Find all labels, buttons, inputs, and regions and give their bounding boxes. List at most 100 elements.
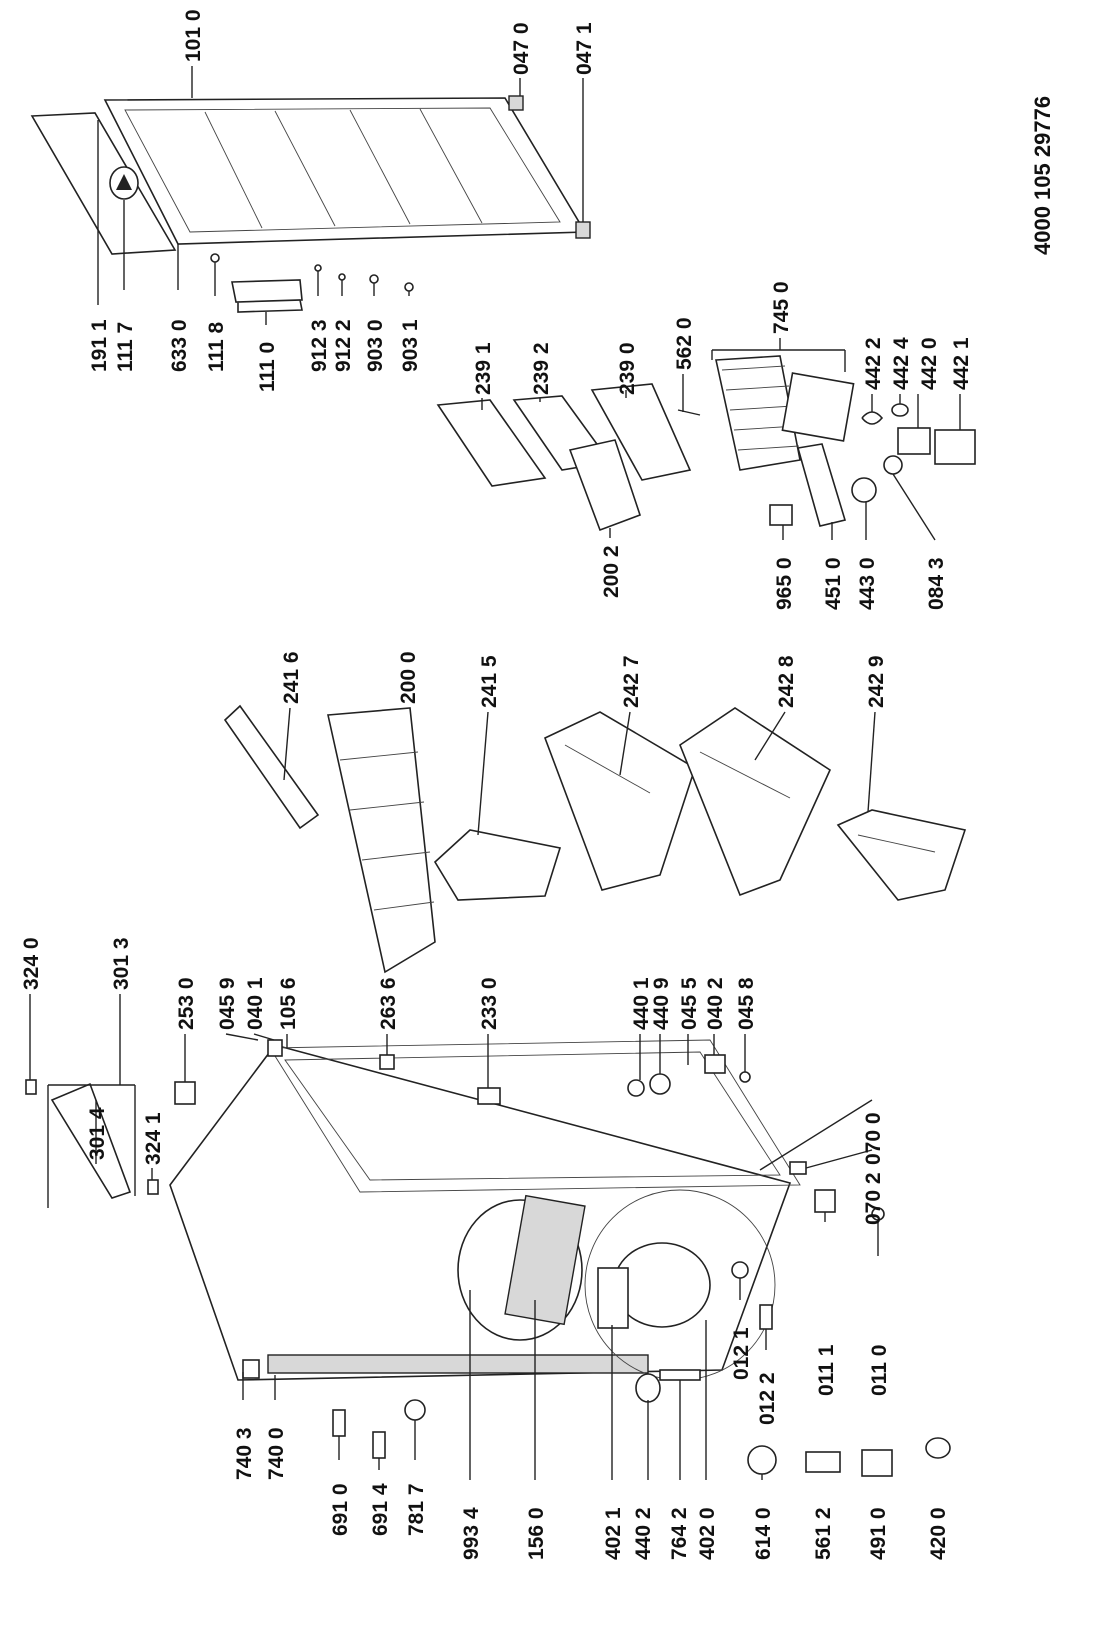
label-740-3: 740 3 <box>233 1427 256 1480</box>
drawer-2429 <box>836 809 967 901</box>
door-handle <box>231 279 303 313</box>
door-assembly <box>30 66 591 325</box>
label-440-2: 440 2 <box>632 1507 655 1560</box>
label-200-0: 200 0 <box>397 651 420 704</box>
fan-housing-2390 <box>590 383 692 481</box>
label-324-1: 324 1 <box>142 1112 165 1165</box>
screw-9122 <box>338 273 346 281</box>
clip-9030 <box>369 274 379 284</box>
relay-4021 <box>597 1267 629 1329</box>
label-241-5: 241 5 <box>478 655 501 708</box>
duct-2002 <box>568 439 642 532</box>
foot-0702 <box>789 1161 807 1175</box>
label-253-0: 253 0 <box>175 977 198 1030</box>
cabinet-opening <box>269 1039 801 1193</box>
label-084-3: 084 3 <box>925 557 948 610</box>
evaporator-7450 <box>715 355 801 471</box>
label-070-0: 070 0 <box>862 1112 885 1165</box>
label-241-6: 241 6 <box>280 651 303 704</box>
label-111-0: 111 0 <box>256 342 279 392</box>
part-labels: 101 0 047 0 047 1 191 1 111 7 633 0 111 … <box>20 9 1055 1560</box>
label-011-0: 011 0 <box>868 1345 891 1396</box>
cabinet-inner-frame <box>284 1051 781 1181</box>
end-cap-3241 <box>147 1179 159 1195</box>
label-442-2: 442 2 <box>862 337 885 390</box>
label-440-9: 440 9 <box>650 977 673 1030</box>
power-cord-4200 <box>925 1437 951 1459</box>
capacitor-4402 <box>635 1373 661 1403</box>
grommet-0121 <box>731 1261 749 1279</box>
flap-2415 <box>433 829 562 901</box>
lamp-holder-4910 <box>861 1449 893 1477</box>
cabinet-assembly <box>25 994 951 1480</box>
grommet-4401 <box>627 1079 645 1097</box>
label-070-2: 070 2 <box>862 1172 885 1225</box>
door-inner-liner <box>124 107 561 233</box>
label-912-2: 912 2 <box>332 319 355 372</box>
label-965-0: 965 0 <box>773 557 796 610</box>
drawer-2428 <box>679 707 832 897</box>
label-045-8: 045 8 <box>735 977 758 1030</box>
hinge-bracket-0401 <box>267 1039 283 1057</box>
label-442-1: 442 1 <box>950 337 973 390</box>
tube-bundle <box>781 372 855 442</box>
clip-4422 <box>861 411 884 425</box>
screw-0458 <box>739 1071 751 1083</box>
label-233-0: 233 0 <box>478 977 501 1030</box>
label-402-0: 402 0 <box>696 1507 719 1560</box>
grommet-4409 <box>649 1073 671 1095</box>
wire-shelf-grid <box>339 751 435 911</box>
label-239-2: 239 2 <box>530 342 553 395</box>
label-745-0: 745 0 <box>770 281 793 334</box>
label-239-1: 239 1 <box>472 342 495 395</box>
label-191-1: 191 1 <box>88 319 111 372</box>
label-440-1: 440 1 <box>630 977 653 1030</box>
label-012-2: 012 2 <box>756 1372 779 1425</box>
screw-9123 <box>314 264 322 272</box>
clip-6914 <box>372 1431 386 1459</box>
evaporator-group <box>436 338 976 541</box>
label-047-1: 047 1 <box>573 22 596 75</box>
label-239-0: 239 0 <box>616 342 639 395</box>
fan-hub-0843 <box>883 455 903 475</box>
drawers-and-shelves <box>223 704 967 974</box>
thermostat-6140 <box>747 1445 777 1475</box>
label-045-5: 045 5 <box>678 977 701 1030</box>
label-105-6: 105 6 <box>277 977 300 1030</box>
label-420-0: 420 0 <box>927 1507 950 1560</box>
label-912-3: 912 3 <box>308 319 331 372</box>
label-442-4: 442 4 <box>890 337 913 390</box>
label-691-4: 691 4 <box>369 1483 392 1536</box>
label-993-4: 993 4 <box>460 1507 483 1560</box>
hinge-bracket-0402 <box>704 1054 726 1074</box>
label-012-1: 012 1 <box>730 1327 753 1380</box>
label-040-2: 040 2 <box>704 977 727 1030</box>
label-156-0: 156 0 <box>525 1507 548 1560</box>
shelf-2416 <box>223 704 320 830</box>
label-614-0: 614 0 <box>752 1507 775 1560</box>
label-903-0: 903 0 <box>364 319 387 372</box>
relay-5612 <box>805 1451 841 1473</box>
thermostat-2330 <box>477 1087 501 1105</box>
label-764-2: 764 2 <box>668 1507 691 1560</box>
heater-4510 <box>796 443 847 527</box>
screw-1118 <box>210 253 220 263</box>
label-242-8: 242 8 <box>775 655 798 708</box>
base-strip-7400 <box>267 1354 649 1374</box>
door-panel <box>103 97 587 245</box>
badge-mark <box>116 174 132 190</box>
latch-2636 <box>379 1054 395 1070</box>
label-451-0: 451 0 <box>822 557 845 610</box>
label-045-9: 045 9 <box>216 977 239 1030</box>
label-903-1: 903 1 <box>399 319 422 372</box>
pin-0122 <box>759 1304 773 1330</box>
hinge-block-2530 <box>174 1081 196 1105</box>
document-number: 4000 105 29776 <box>1030 96 1055 255</box>
label-633-0: 633 0 <box>168 319 191 372</box>
label-011-1: 011 1 <box>815 1344 838 1396</box>
label-040-1: 040 1 <box>244 977 267 1030</box>
label-740-0: 740 0 <box>265 1427 288 1480</box>
label-443-0: 443 0 <box>856 557 879 610</box>
fan-blade-4430 <box>851 477 877 503</box>
hinge-cap-0470 <box>508 95 524 111</box>
